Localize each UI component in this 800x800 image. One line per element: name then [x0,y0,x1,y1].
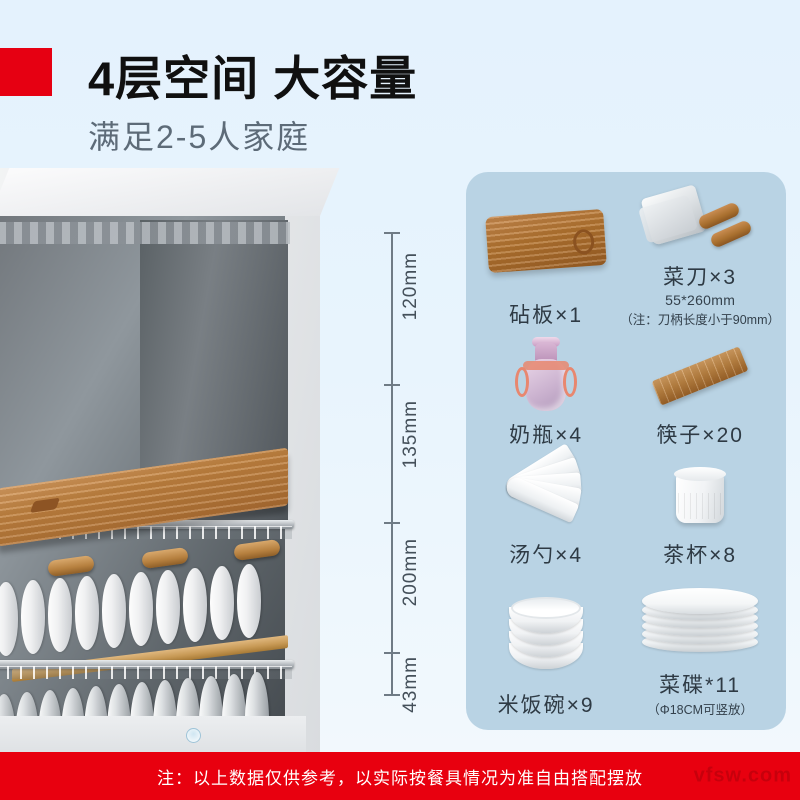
page-title: 4层空间 大容量 [88,52,418,105]
capacity-item-baby-bottle: 奶瓶×4 [472,330,620,450]
dishwasher-top-panel [0,168,340,216]
capacity-item-dish-plate: 菜碟*11 （Φ18CM可竖放） [620,570,780,720]
dish-item [237,564,261,638]
dish-item [210,566,234,640]
dimension-label-43mm: 43mm [400,656,421,713]
rack-middle-grid [0,666,292,679]
capacity-item-kitchen-knife: 菜刀×3 55*260mm （注：刀柄长度小于90mm） [620,180,780,330]
cavity-ceiling-grid [0,222,290,244]
item-note: （注：刀柄长度小于90mm） [620,313,780,327]
item-label: 奶瓶×4 [509,423,584,447]
power-indicator-icon [186,728,201,743]
dish-plate-icon [620,570,780,673]
item-label: 筷子×20 [656,423,744,447]
dish-item [21,580,45,654]
footer-bar: 注：以上数据仅供参考，以实际按餐具情况为准自由搭配摆放 vfsw.com [0,752,800,800]
page-subtitle: 满足2-5人家庭 [88,119,311,155]
accent-red-square [0,48,52,96]
capacity-item-grid: 砧板×1 菜刀×3 55*260mm （注：刀柄长度小于90mm） [466,172,786,730]
item-label: 砧板×1 [509,303,584,327]
cutting-board-icon [472,180,620,303]
capacity-item-chopsticks: 筷子×20 [620,330,780,450]
dimension-label-135mm: 135mm [400,400,421,469]
ruler-line [391,232,393,694]
dish-item [0,582,18,656]
dish-item [102,574,126,648]
capacity-panel: 砧板×1 菜刀×3 55*260mm （注：刀柄长度小于90mm） [466,172,786,730]
kitchen-knife-icon [620,180,780,265]
item-label: 茶杯×8 [663,543,738,567]
capacity-item-soup-spoon: 汤勺×4 [472,443,620,570]
footer-note: 注：以上数据仅供参考，以实际按餐具情况为准自由搭配摆放 [157,768,643,788]
item-label: 菜刀×3 [663,265,738,289]
tea-cup-icon [620,450,780,543]
capacity-item-rice-bowl: 米饭碗×9 [472,570,620,720]
rack-middle [0,660,294,669]
watermark: vfsw.com [693,764,792,787]
item-note: （Φ18CM可竖放） [647,703,754,717]
dishwasher-image [0,168,360,800]
item-spec: 55*260mm [665,292,736,308]
capacity-item-tea-cup: 茶杯×8 [620,450,780,570]
ruler-tick [384,652,400,654]
dish-item [75,576,99,650]
rice-bowl-icon [472,570,620,693]
item-label: 米饭碗×9 [497,693,595,717]
dimension-label-120mm: 120mm [400,252,421,321]
ruler-tick [384,232,400,234]
ruler-tick [384,384,400,386]
capacity-item-cutting-board: 砧板×1 [472,180,620,330]
soup-spoon-icon [472,443,620,543]
baby-bottle-icon [472,330,620,423]
dish-item [48,578,72,652]
dish-item [183,568,207,642]
ruler-tick [384,522,400,524]
ruler-tick [384,694,400,696]
chopsticks-icon [620,330,780,423]
item-label: 菜碟*11 [659,673,742,697]
dish-item [129,572,153,646]
dimension-label-200mm: 200mm [400,538,421,607]
dish-item [156,570,180,644]
item-label: 汤勺×4 [509,543,584,567]
